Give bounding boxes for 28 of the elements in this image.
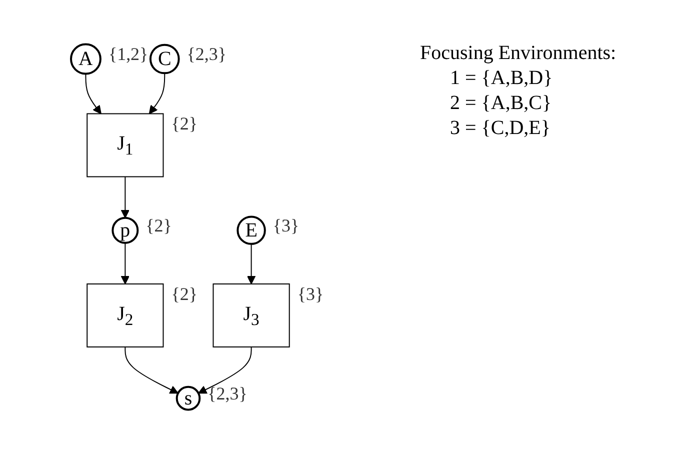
set-annotation: {2,3}	[186, 44, 226, 64]
set-annotation: {2,3}	[207, 384, 248, 404]
arrow	[246, 244, 256, 285]
arrow	[148, 73, 165, 114]
set-annotation: {1,2}	[108, 44, 148, 64]
node-box	[212, 284, 290, 348]
graph-drawing: A C J$_{1}$ p E J$_{2}$ J$_{3}$ s {1,2} {2,3} {2} {2} {3} {2} {3} {2,3}	[32, 36, 388, 422]
node-circle	[70, 44, 102, 76]
arrow	[124, 346, 178, 394]
node-box	[86, 284, 164, 348]
legend-heading: Focusing Environments:	[420, 42, 616, 65]
set-annotation: {3}	[272, 216, 299, 236]
environment-definition: 2 = {A,B,C}	[449, 92, 553, 115]
arrow	[198, 346, 252, 394]
set-annotation: {2}	[171, 284, 198, 304]
environment-definition: 1 = {A,B,D}	[449, 67, 554, 90]
node-box	[86, 114, 164, 178]
set-annotation: {2}	[146, 216, 172, 236]
set-annotation: {2}	[171, 114, 198, 134]
environment-definition: 3 = {C,D,E}	[449, 117, 552, 140]
node-circle	[176, 386, 200, 412]
arrow	[85, 74, 102, 114]
arrow	[120, 242, 130, 285]
set-annotation: {3}	[297, 284, 324, 304]
node-circle	[112, 217, 138, 244]
node-circle	[149, 44, 180, 74]
arrow	[120, 176, 130, 219]
node-circle	[236, 216, 266, 246]
